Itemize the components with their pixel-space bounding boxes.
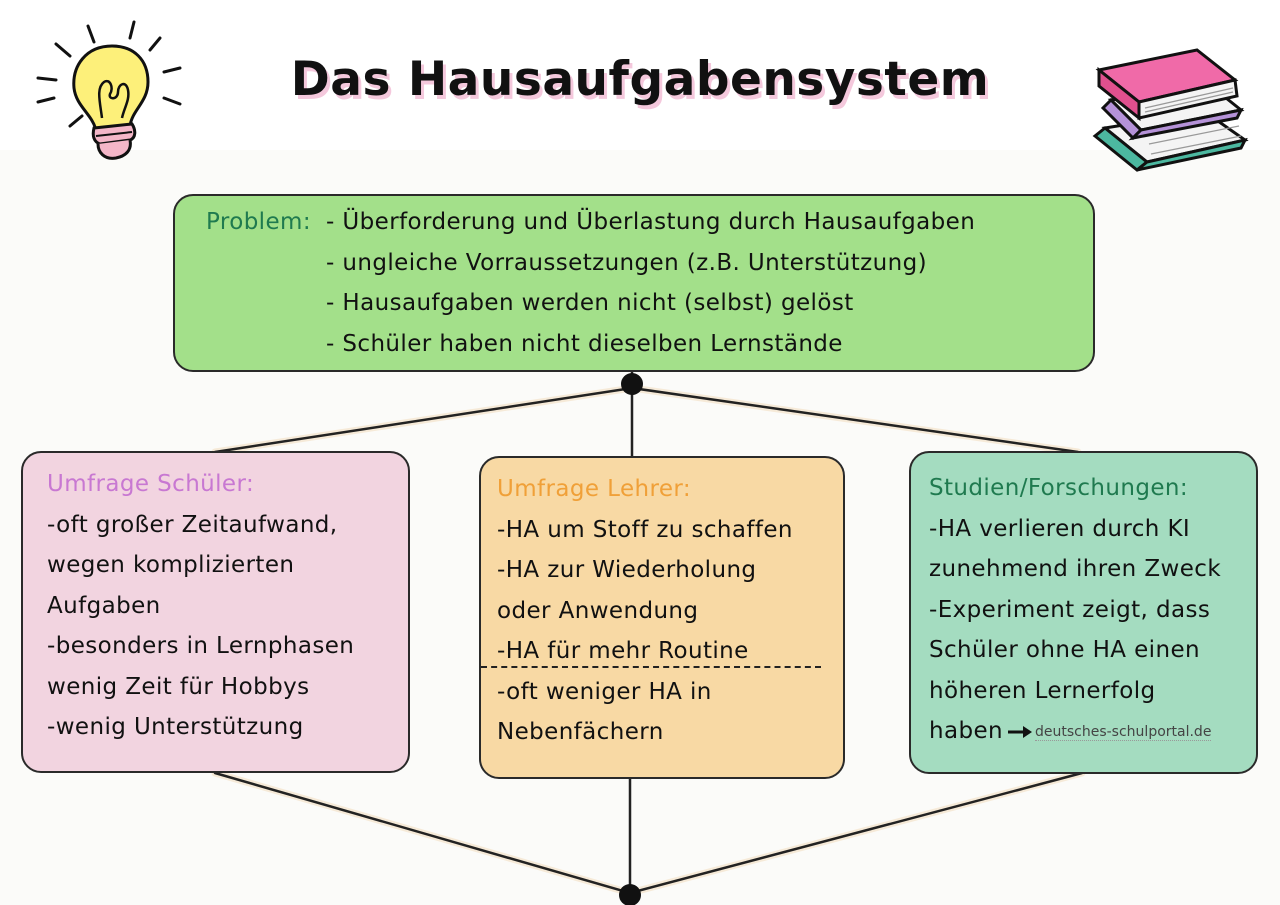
problem-row-2: - ungleiche Vorraussetzungen (z.B. Unter… xyxy=(206,243,1093,284)
teachers-line: -HA um Stoff zu schaffen xyxy=(497,516,793,543)
problem-box: Problem: - Überforderung und Überlastung… xyxy=(173,194,1095,372)
teachers-survey-box: Umfrage Lehrer: -HA um Stoff zu schaffen… xyxy=(479,456,845,779)
students-line: -oft großer Zeitaufwand, xyxy=(47,511,338,538)
problem-row-1: Problem: - Überforderung und Überlastung… xyxy=(206,202,1093,243)
research-box: Studien/Forschungen: -HA verlieren durch… xyxy=(909,451,1258,774)
problem-item: - Hausaufgaben werden nicht (selbst) gel… xyxy=(326,290,854,316)
dashed-divider xyxy=(481,666,821,668)
problem-item: - Überforderung und Überlastung durch Ha… xyxy=(326,209,976,235)
teachers-line: -HA zur Wiederholung xyxy=(497,557,757,583)
teachers-heading: Umfrage Lehrer: xyxy=(497,476,691,502)
problem-item: - Schüler haben nicht dieselben Lernstän… xyxy=(326,330,843,357)
research-line: höheren Lernerfolg xyxy=(929,677,1156,704)
problem-row-3: - Hausaufgaben werden nicht (selbst) gel… xyxy=(206,283,1093,324)
research-last-word: haben xyxy=(929,718,1003,744)
source-link[interactable]: deutsches-schulportal.de xyxy=(1035,724,1212,741)
problem-row-4: - Schüler haben nicht dieselben Lernstän… xyxy=(206,324,1093,365)
research-line: -Experiment zeigt, dass xyxy=(929,596,1211,623)
problem-label: Problem: xyxy=(206,209,311,235)
upper-branch-line xyxy=(213,386,1080,454)
students-survey-box: Umfrage Schüler: -oft großer Zeitaufwand… xyxy=(21,451,410,773)
students-line: wegen komplizierten xyxy=(47,552,295,578)
students-line: Aufgaben xyxy=(47,592,161,619)
lower-junction-dot xyxy=(619,884,641,905)
research-line: Schüler ohne HA einen xyxy=(929,637,1200,663)
students-heading: Umfrage Schüler: xyxy=(47,471,255,497)
light-bulb-icon xyxy=(36,20,182,160)
teachers-line: -oft weniger HA in xyxy=(497,678,712,705)
students-line: wenig Zeit für Hobbys xyxy=(47,673,310,700)
teachers-line: -HA für mehr Routine xyxy=(497,638,749,664)
research-heading: Studien/Forschungen: xyxy=(929,475,1189,501)
books-stack-icon xyxy=(1092,48,1249,172)
students-line: -wenig Unterstützung xyxy=(47,714,304,740)
research-line: -HA verlieren durch KI xyxy=(929,515,1191,542)
teachers-line: Nebenfächern xyxy=(497,719,664,745)
page-title: Das Hausaufgabensystem xyxy=(290,52,990,107)
lower-branch-line xyxy=(213,771,1084,895)
research-line: zunehmend ihren Zweck xyxy=(929,556,1222,582)
research-source-line: haben deutsches-schulportal.de xyxy=(929,711,1256,753)
teachers-line: oder Anwendung xyxy=(497,597,699,624)
problem-item: - ungleiche Vorraussetzungen (z.B. Unter… xyxy=(326,249,927,276)
arrow-right-icon xyxy=(1008,725,1032,738)
upper-junction-dot xyxy=(621,373,643,395)
students-line: -besonders in Lernphasen xyxy=(47,633,355,659)
